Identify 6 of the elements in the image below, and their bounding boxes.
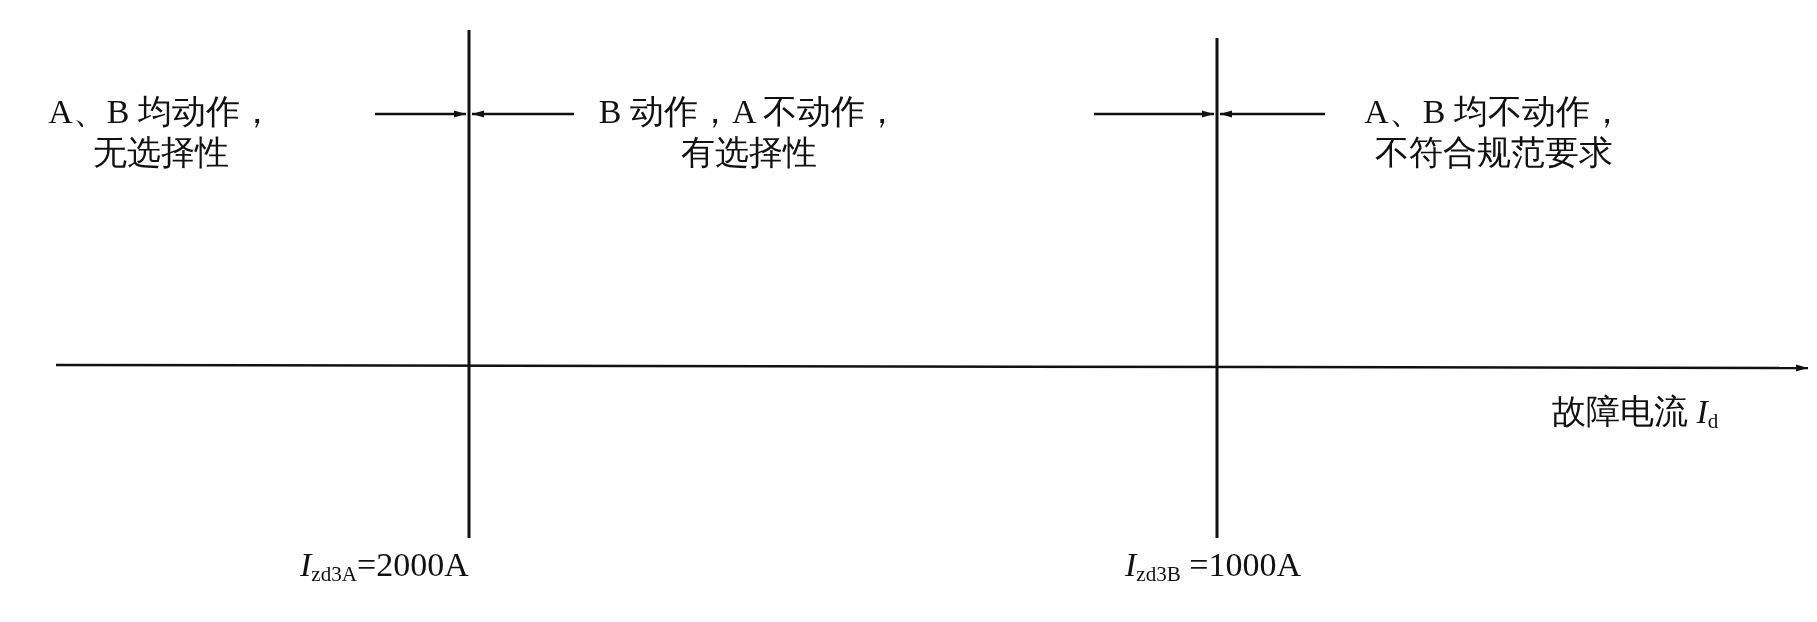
threshold-value: I$_{zd3A}$=2000A	[300, 545, 469, 588]
region-note: A、B 均动作，无选择性	[47, 92, 275, 173]
axis-label: 故障电流 I$_{d}$	[1552, 392, 1719, 435]
region-note: A、B 均不动作，不符合规范要求	[1363, 92, 1625, 173]
threshold-value: I$_{zd3B}$ =1000A	[1125, 545, 1302, 588]
region-note: B 动作，A 不动作，有选择性	[597, 92, 901, 173]
